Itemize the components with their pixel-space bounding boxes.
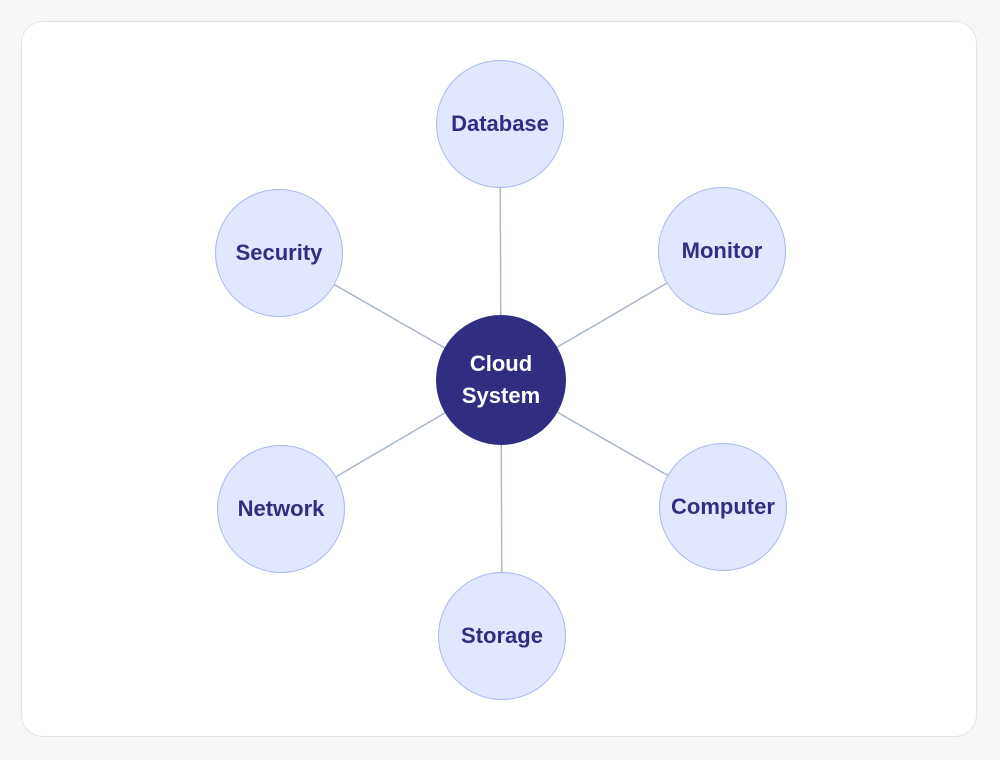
node-cloud-system[interactable]: Cloud System xyxy=(436,315,566,445)
node-computer[interactable]: Computer xyxy=(659,443,787,571)
node-monitor-label: Monitor xyxy=(681,238,763,263)
node-network-label: Network xyxy=(237,496,325,521)
node-database-label: Database xyxy=(451,111,549,136)
node-monitor[interactable]: Monitor xyxy=(658,187,786,315)
node-computer-label: Computer xyxy=(671,494,775,519)
node-network[interactable]: Network xyxy=(217,445,345,573)
center-label-line1: Cloud xyxy=(469,351,533,376)
node-security[interactable]: Security xyxy=(215,189,343,317)
center-label-line2: System xyxy=(461,383,541,408)
node-storage-label: Storage xyxy=(461,623,543,648)
node-security-label: Security xyxy=(235,240,323,265)
node-storage[interactable]: Storage xyxy=(438,572,566,700)
node-database[interactable]: Database xyxy=(436,60,564,188)
